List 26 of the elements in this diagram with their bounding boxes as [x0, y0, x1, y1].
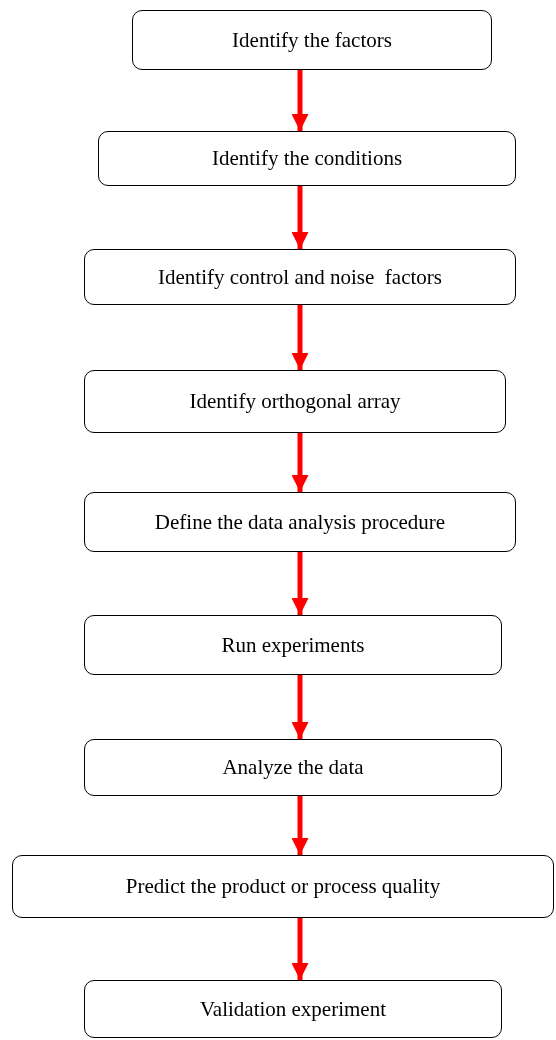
arrow: [291, 433, 309, 492]
process-box: [84, 492, 516, 552]
box-label: Analyze the data: [222, 755, 364, 780]
process-box: [84, 739, 502, 796]
process-box: [84, 370, 506, 433]
box-label: Identify the factors: [232, 27, 392, 53]
box-label: Define the data analysis procedure: [154, 509, 446, 535]
arrow: [291, 918, 309, 980]
arrow: [291, 70, 309, 131]
arrow: [291, 305, 309, 370]
box-label: Predict the product or process quality: [125, 874, 441, 899]
process-box: [98, 131, 516, 186]
box-label: Validation experiment: [200, 996, 386, 1022]
process-box: [84, 249, 516, 305]
arrow: [291, 796, 309, 855]
arrow: [291, 675, 309, 739]
process-box: [84, 980, 502, 1038]
box-label: Identify control and noise factors: [158, 264, 442, 290]
process-box: [132, 10, 492, 70]
process-box: [12, 855, 554, 918]
box-label: Identify orthogonal array: [189, 389, 401, 414]
box-label: Identify the conditions: [211, 146, 403, 171]
arrow: [291, 552, 309, 615]
box-label: Run experiments: [221, 632, 365, 658]
process-box: [84, 615, 502, 675]
arrow: [291, 186, 309, 249]
